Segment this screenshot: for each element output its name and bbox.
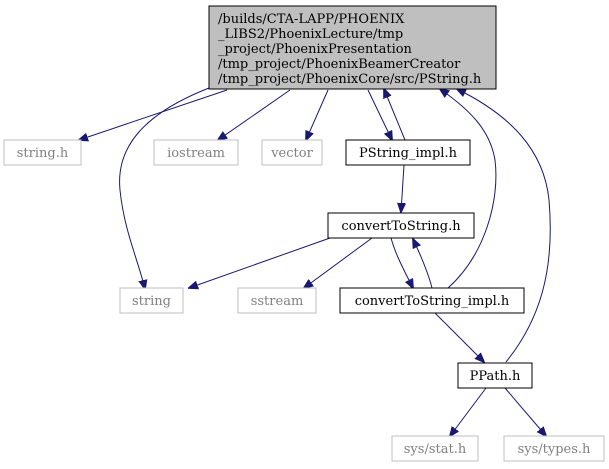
edge-converttostring-to-converttostring-impl — [390, 237, 413, 288]
edge-pstring-impl-to-converttostring — [401, 164, 404, 212]
node-string-h[interactable]: string.h — [3, 139, 82, 166]
node-pstring-h-line: /tmp_project/PhoenixCore/src/PString.h — [218, 72, 482, 87]
nodes: /builds/CTA-LAPP/PHOENIX _LIBS2/PhoenixL… — [3, 5, 605, 462]
node-sstream[interactable]: sstream — [237, 287, 317, 314]
node-converttostring-impl-h-label: convertToString_impl.h — [355, 294, 510, 309]
edge-root-to-string-h — [79, 89, 228, 140]
node-pstring-impl-h[interactable]: PString_impl.h — [345, 139, 471, 166]
edge-pstring-impl-to-root — [384, 89, 406, 141]
edge-converttostring-to-string — [189, 237, 331, 288]
node-ppath-h[interactable]: PPath.h — [457, 362, 533, 389]
edge-converttostring-impl-to-root — [440, 89, 497, 289]
node-pstring-h-line: _LIBS2/PhoenixLecture/tmp — [218, 27, 403, 42]
edge-root-to-string — [119, 87, 210, 289]
edges — [79, 87, 551, 436]
node-string[interactable]: string — [119, 287, 184, 314]
edge-converttostring-impl-to-converttostring — [413, 239, 433, 289]
node-pstring-h-line: _project/PhoenixPresentation — [218, 42, 413, 57]
node-pstring-impl-h-label: PString_impl.h — [359, 146, 458, 161]
node-string-h-label: string.h — [17, 146, 69, 161]
node-converttostring-impl-h[interactable]: convertToString_impl.h — [339, 287, 525, 314]
node-iostream[interactable]: iostream — [153, 139, 239, 166]
node-string-label: string — [132, 294, 171, 309]
node-iostream-label: iostream — [167, 146, 225, 161]
svg-text:/builds/CTA-LAPP/PHOENIX: /builds/CTA-LAPP/PHOENIX _LIBS2/PhoenixL… — [218, 12, 482, 87]
node-sys-stat-h-label: sys/stat.h — [404, 442, 467, 457]
node-pstring-h-line: /tmp_project/PhoenixBeamerCreator — [218, 57, 461, 72]
node-pstring-h-line: /builds/CTA-LAPP/PHOENIX — [218, 12, 405, 27]
node-converttostring-h-label: convertToString.h — [341, 219, 461, 234]
edge-ppath-to-root — [457, 89, 551, 363]
edge-root-to-pstring-impl — [367, 89, 392, 140]
node-sstream-label: sstream — [251, 294, 304, 309]
edge-root-to-vector — [306, 89, 329, 140]
node-sys-types-h-label: sys/types.h — [518, 442, 591, 457]
node-ppath-h-label: PPath.h — [470, 369, 521, 384]
node-pstring-h[interactable]: /builds/CTA-LAPP/PHOENIX _LIBS2/PhoenixL… — [208, 5, 497, 90]
node-converttostring-h[interactable]: convertToString.h — [327, 212, 475, 239]
node-sys-stat-h[interactable]: sys/stat.h — [391, 435, 479, 462]
edge-ppath-to-sys-stat — [450, 387, 487, 436]
edge-converttostring-impl-to-ppath — [434, 312, 484, 362]
node-vector-label: vector — [270, 146, 313, 161]
node-vector[interactable]: vector — [261, 139, 323, 166]
edge-converttostring-to-sstream — [304, 237, 373, 288]
edge-root-to-iostream — [218, 89, 291, 140]
edge-ppath-to-sys-types — [504, 387, 546, 436]
node-sys-types-h[interactable]: sys/types.h — [503, 435, 605, 462]
